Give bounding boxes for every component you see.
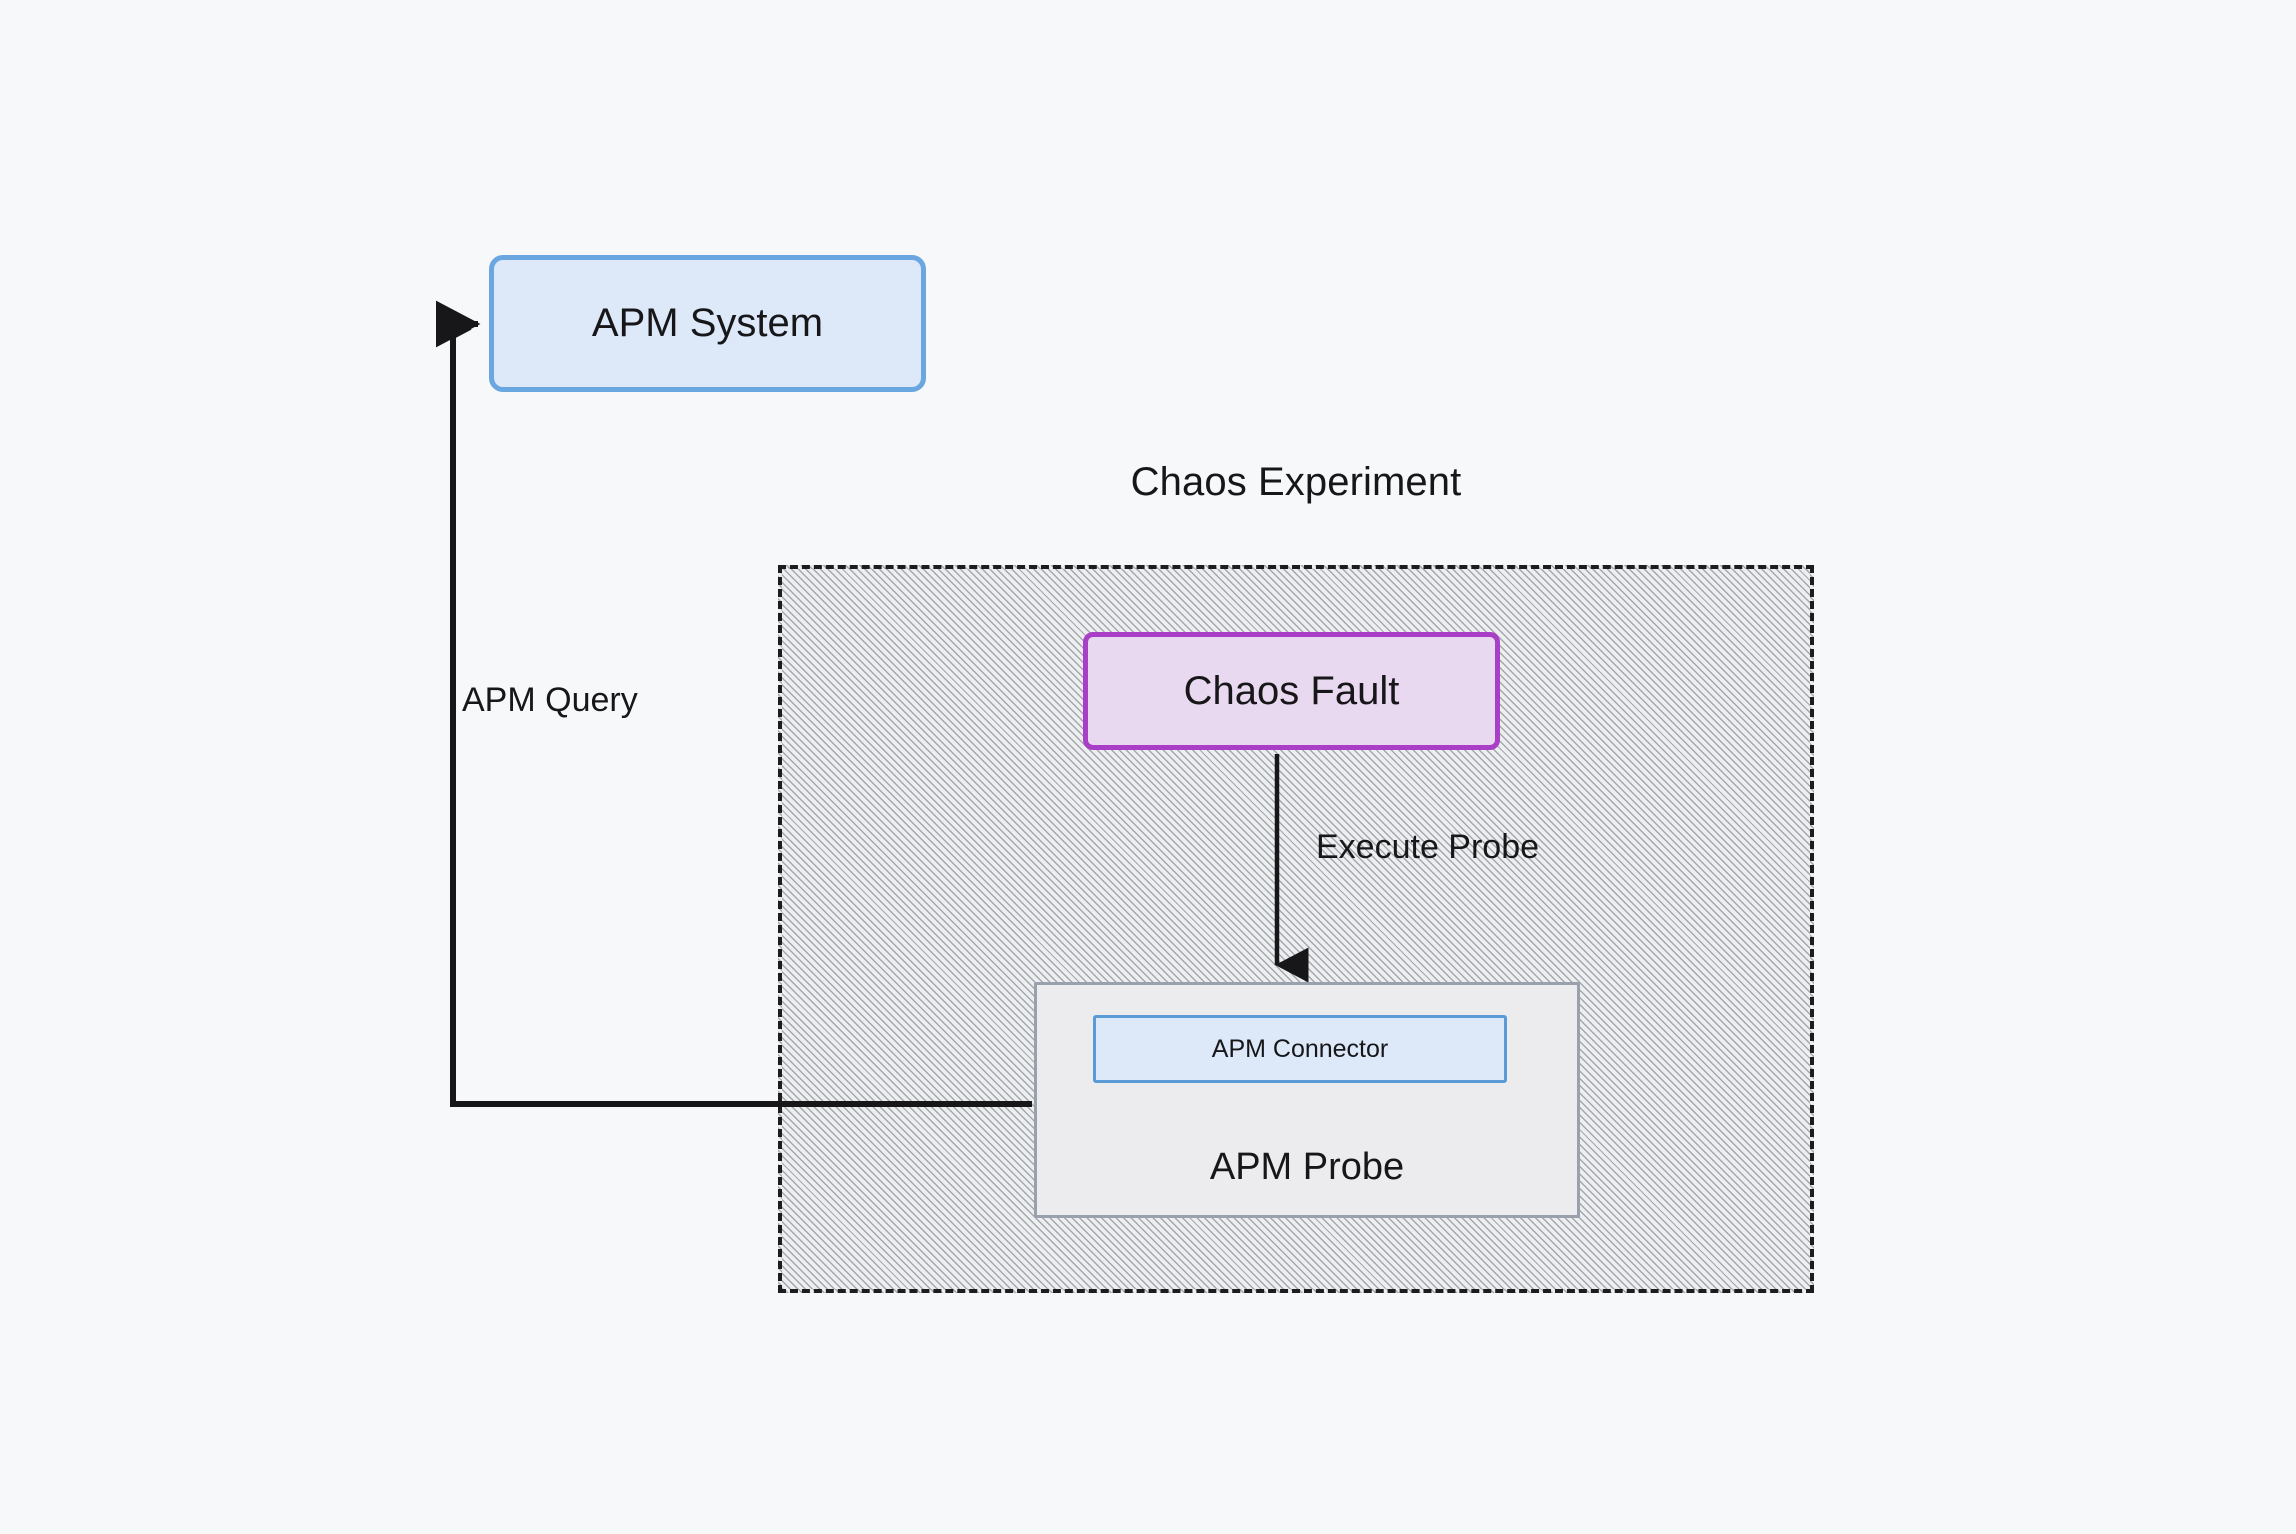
apm-system-label: APM System [591, 301, 824, 345]
apm-system-node[interactable]: APM System [489, 255, 926, 392]
chaos-experiment-title: Chaos Experiment [1130, 460, 1462, 504]
apm-query-edge-label: APM Query [462, 681, 638, 719]
apm-probe-node[interactable]: APM Connector APM Probe [1034, 982, 1580, 1218]
chaos-fault-node[interactable]: Chaos Fault [1083, 632, 1500, 750]
execute-probe-edge-label: Execute Probe [1316, 828, 1540, 866]
apm-connector-node[interactable]: APM Connector [1093, 1015, 1507, 1083]
apm-connector-label: APM Connector [1211, 1034, 1389, 1063]
chaos-fault-label: Chaos Fault [1183, 668, 1400, 713]
apm-probe-label: APM Probe [1209, 1146, 1405, 1188]
